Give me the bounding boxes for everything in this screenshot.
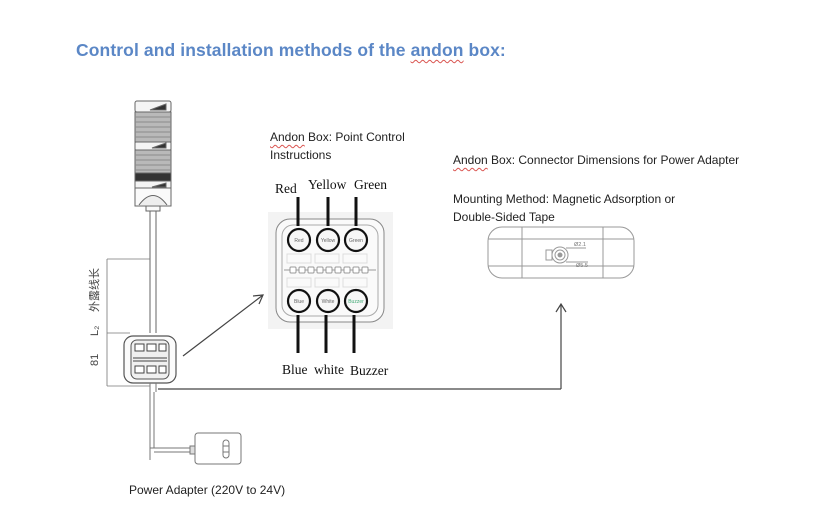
connector-dimension-drawing: Ø2.1 Ø5.5 bbox=[487, 226, 635, 279]
button-white bbox=[315, 288, 341, 314]
button-label-blue: Blue bbox=[294, 299, 304, 305]
length-l2-label: L₂ bbox=[89, 326, 101, 336]
connector-heading: Andon Box: Connector Dimensions for Powe… bbox=[453, 151, 739, 169]
point-control-heading-andon: Andon bbox=[270, 130, 305, 144]
mounting-method-line1: Mounting Method: Magnetic Adsorption or bbox=[453, 192, 676, 206]
label-blue: Blue bbox=[282, 362, 308, 377]
button-label-green: Green bbox=[349, 238, 363, 244]
andon-box-connector-icon bbox=[123, 335, 177, 460]
title-suffix: box: bbox=[463, 40, 506, 60]
connector-heading-rest: Box: Connector Dimensions for Power Adap… bbox=[487, 153, 740, 167]
button-blue bbox=[286, 288, 312, 314]
dimension-lines bbox=[106, 258, 150, 387]
button-red bbox=[286, 227, 312, 253]
point-control-heading-line2: Instructions bbox=[270, 148, 332, 162]
power-adapter-label: Power Adapter (220V to 24V) bbox=[129, 483, 286, 497]
button-label-yellow: Yellow bbox=[321, 238, 336, 244]
label-green: Green bbox=[354, 177, 387, 192]
label-yellow: Yellow bbox=[308, 177, 347, 192]
point-control-heading: Andon Box: Point Control Instructions bbox=[270, 128, 405, 164]
title-underlined-word: andon bbox=[410, 40, 464, 60]
label-buzzer: Buzzer bbox=[350, 363, 389, 378]
arrow-to-control-box bbox=[182, 294, 264, 357]
arrow-to-connector-dimensions bbox=[158, 302, 567, 390]
button-yellow bbox=[315, 227, 341, 253]
mounting-method-line2: Double-Sided Tape bbox=[453, 210, 555, 224]
point-control-box: Red Yellow Green Blue White Buzzer bbox=[268, 197, 393, 353]
page-title: Control and installation methods of the … bbox=[76, 40, 506, 61]
button-label-white: White bbox=[322, 299, 335, 305]
button-label-red: Red bbox=[294, 238, 303, 244]
power-adapter-icon bbox=[194, 432, 242, 465]
dim-outer-label: Ø2.1 bbox=[574, 242, 586, 248]
mounting-method: Mounting Method: Magnetic Adsorption or … bbox=[453, 190, 675, 226]
height-81-label: 81 bbox=[89, 354, 101, 366]
label-white: white bbox=[314, 362, 344, 377]
button-label-buzzer: Buzzer bbox=[348, 299, 364, 305]
title-prefix: Control and installation methods of the bbox=[76, 40, 411, 60]
stack-light-icon bbox=[134, 100, 172, 333]
connector-heading-andon: Andon bbox=[453, 153, 488, 167]
point-control-heading-rest: Box: Point Control bbox=[304, 130, 405, 144]
button-buzzer bbox=[343, 288, 369, 314]
label-red: Red bbox=[275, 181, 297, 196]
power-cable bbox=[150, 392, 196, 455]
exposed-cable-length-label: 外露线长 bbox=[87, 268, 101, 312]
button-green bbox=[343, 227, 369, 253]
dim-inner-label: Ø5.5 bbox=[576, 263, 588, 269]
